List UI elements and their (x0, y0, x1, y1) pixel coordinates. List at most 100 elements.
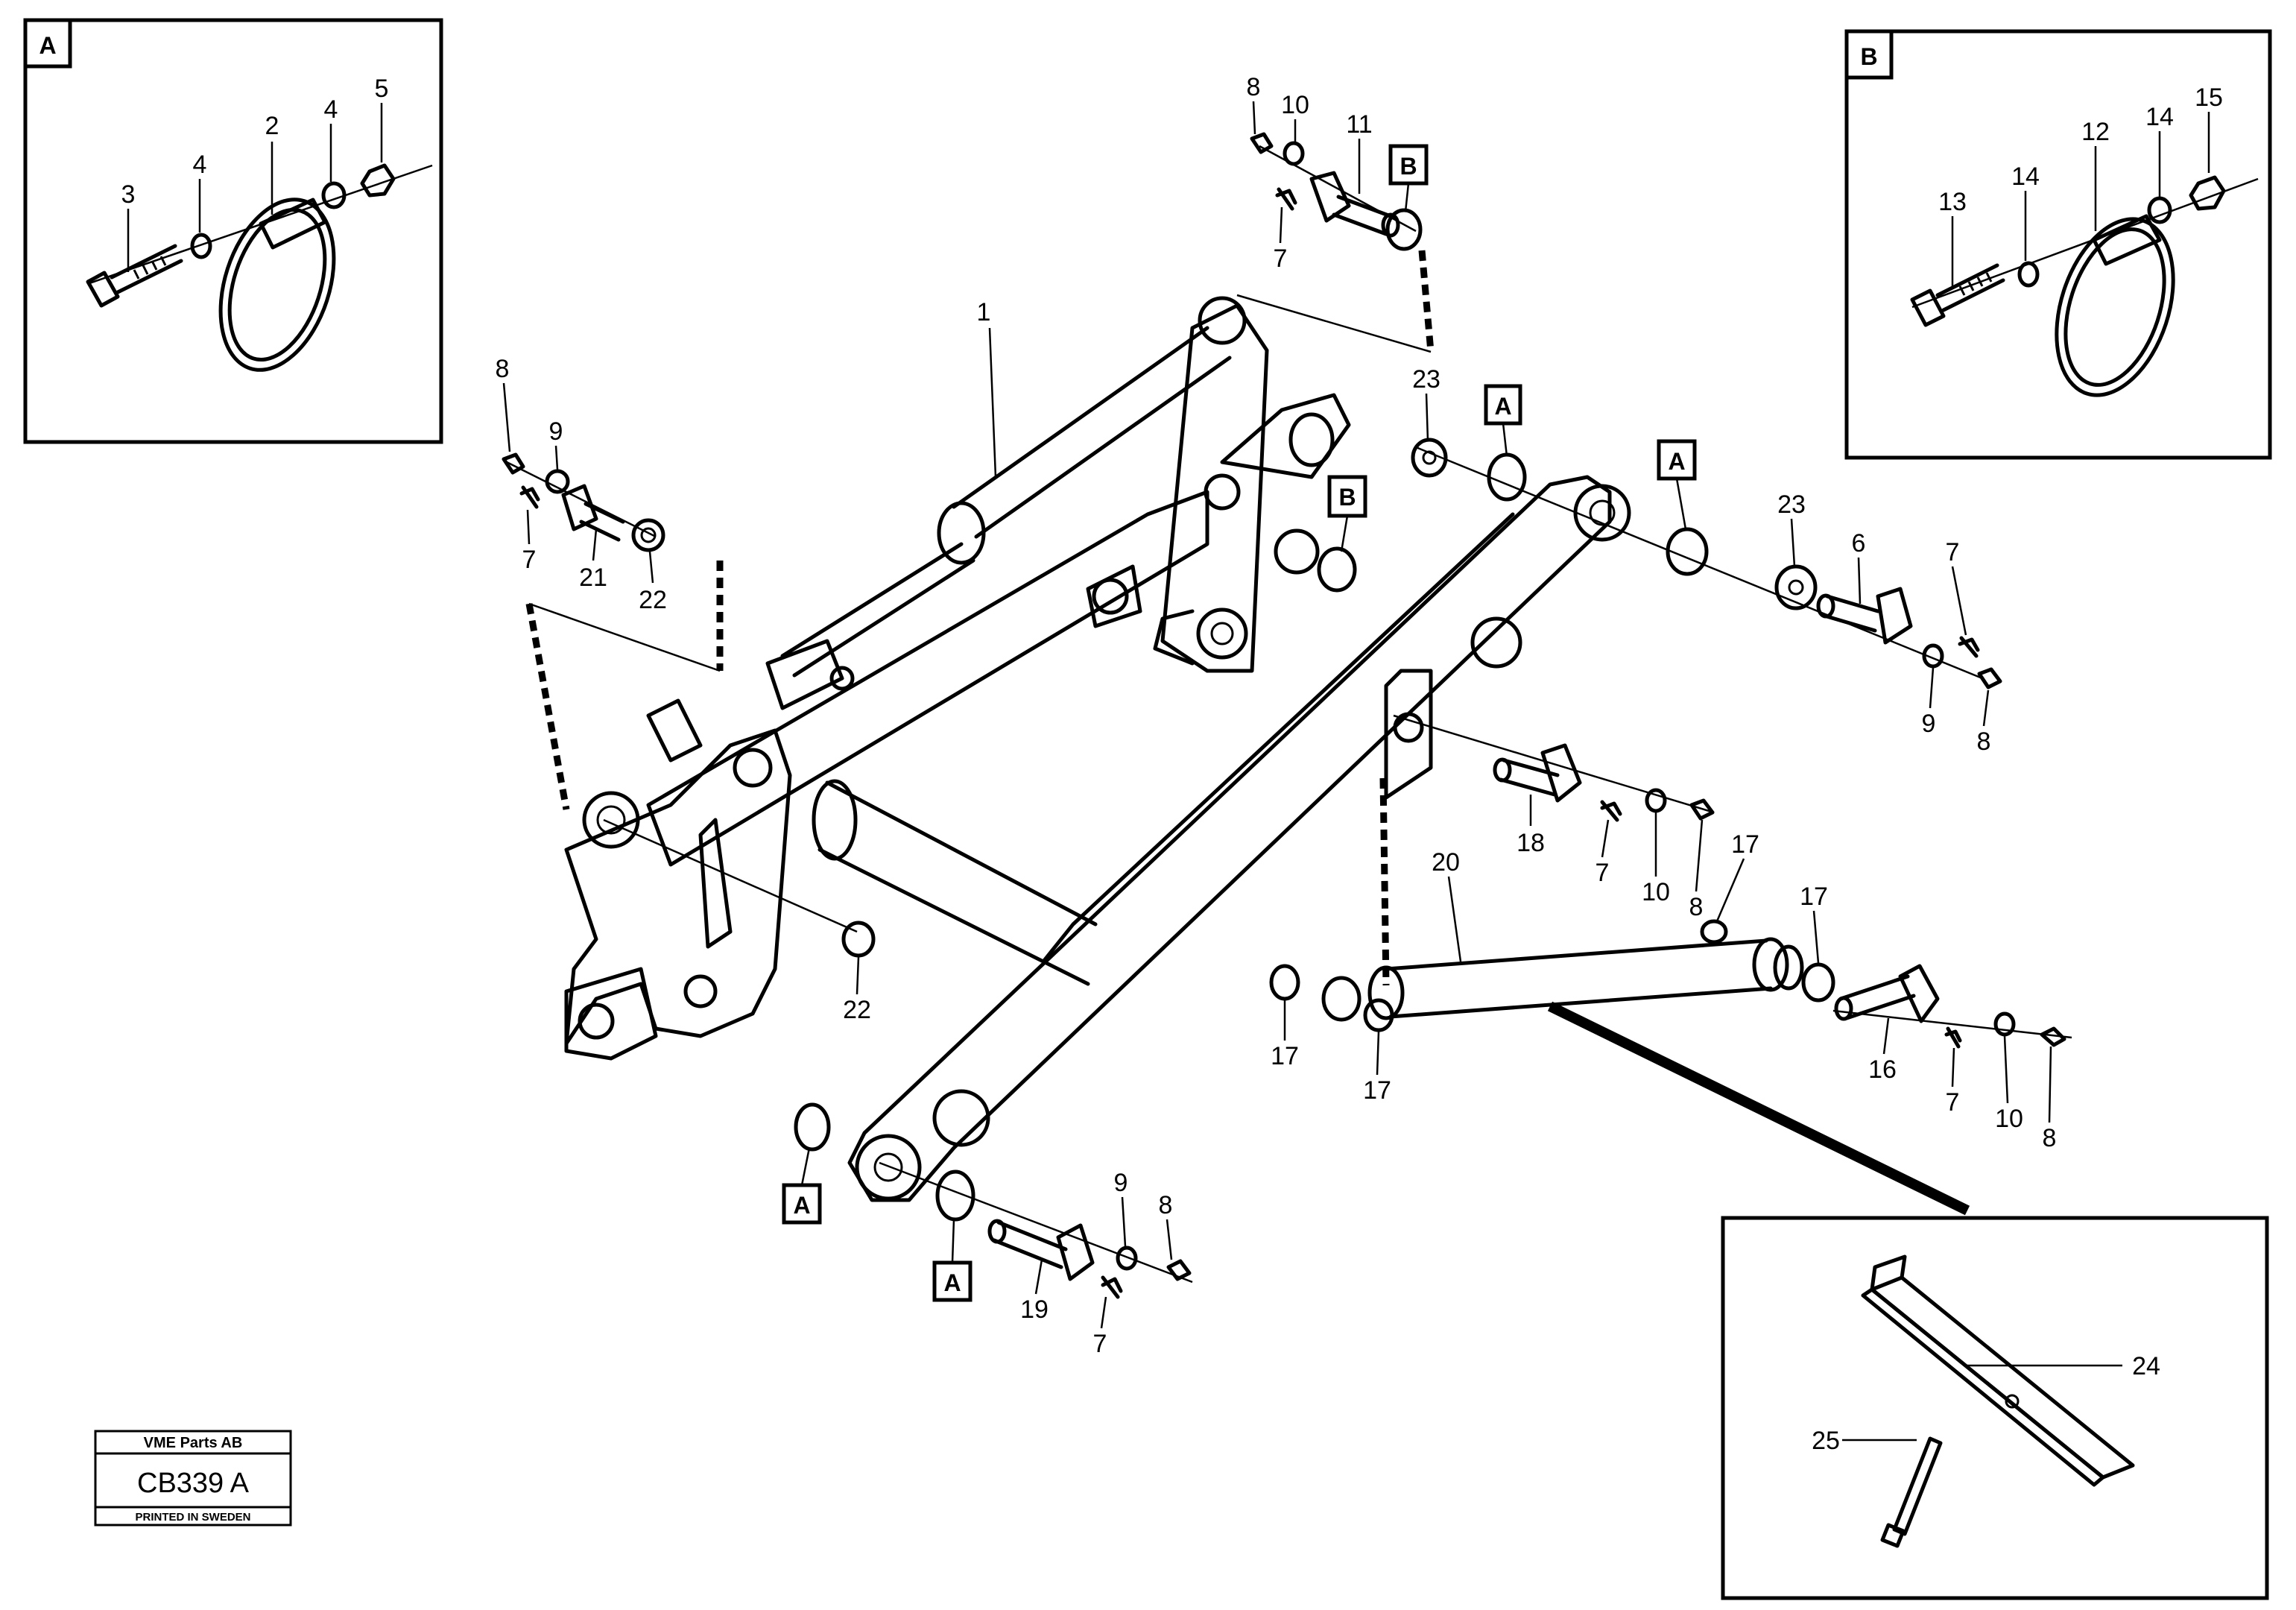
svg-text:10: 10 (1281, 91, 1309, 119)
svg-text:8: 8 (1977, 727, 1991, 756)
washer-14-right (2147, 196, 2172, 224)
washer-23-right (1774, 564, 1818, 610)
svg-text:9: 9 (549, 417, 563, 446)
ring-b-upper (1385, 208, 1423, 251)
vme-stamp: VME Parts AB CB339 A PRINTED IN SWEDEN (94, 1430, 292, 1527)
washer-22-lower (841, 921, 876, 958)
svg-text:15: 15 (2195, 83, 2223, 112)
svg-text:22: 22 (843, 996, 871, 1024)
callouts: 1 8 10 11 7 23 23 6 7 9 8 8 9 7 21 22 22… (496, 73, 2057, 1358)
svg-text:12: 12 (2081, 118, 2110, 146)
pin-19-assembly (794, 1102, 1193, 1299)
nut-15 (2189, 175, 2226, 211)
stamp-printed: PRINTED IN SWEDEN (135, 1511, 250, 1524)
pin-11-assembly (1250, 132, 1423, 251)
pin-21-assembly (502, 452, 665, 552)
svg-text:1: 1 (977, 298, 991, 326)
bolt-13-head (1910, 288, 1946, 327)
pin-16 (1838, 974, 1916, 1020)
dash-pin11-to-bracket (1418, 250, 1435, 353)
svg-text:13: 13 (1938, 188, 1967, 216)
svg-text:5: 5 (375, 75, 389, 103)
svg-text:9: 9 (1922, 710, 1936, 738)
washer-17-right (1801, 962, 1835, 1003)
boom-lower-eye (855, 1134, 922, 1201)
svg-text:6: 6 (1852, 529, 1866, 558)
svg-text:8: 8 (1247, 73, 1261, 101)
svg-text:2: 2 (265, 112, 279, 140)
left-boom-arm (646, 490, 1209, 867)
lift-frame (564, 296, 1631, 1202)
ref-box-b-1: B (1388, 144, 1429, 212)
svg-text:B: B (1338, 484, 1356, 511)
svg-text:24: 24 (2132, 1352, 2160, 1380)
svg-text:10: 10 (1642, 878, 1670, 906)
svg-text:8: 8 (1159, 1191, 1173, 1219)
detail-24-inset: 24 25 (1721, 1216, 2269, 1600)
ref-box-a-4: A (932, 1219, 973, 1302)
ring-a-upper (1487, 452, 1527, 502)
svg-text:21: 21 (579, 564, 607, 592)
washer-4-left (190, 233, 212, 259)
ring-b-lower (1317, 546, 1357, 593)
svg-text:18: 18 (1517, 829, 1545, 857)
svg-text:7: 7 (1093, 1330, 1107, 1358)
svg-text:4: 4 (324, 95, 338, 124)
detail-b-letter: B (1860, 43, 1877, 70)
pin-18-assembly (1393, 714, 1715, 822)
nut-5 (360, 163, 396, 198)
dash-boom-to-pin20 (1379, 777, 1390, 986)
svg-text:7: 7 (1274, 244, 1288, 273)
detail-24-leader (1547, 1001, 1970, 1216)
detail-a-letter: A (39, 32, 56, 59)
pin-19 (992, 1220, 1068, 1269)
svg-text:4: 4 (193, 151, 207, 179)
pin-6 (1822, 594, 1880, 633)
svg-text:17: 17 (1271, 1042, 1299, 1070)
pin-20 (1384, 938, 1773, 1019)
clamp-ring-a (218, 198, 336, 372)
stamp-code: CB339 A (137, 1468, 250, 1499)
svg-text:17: 17 (1731, 830, 1759, 859)
svg-text:10: 10 (1995, 1105, 2023, 1133)
washer-22-upper (631, 518, 665, 552)
cylinder-rod-eye (765, 639, 844, 710)
ref-box-b-2: B (1317, 475, 1367, 593)
svg-text:23: 23 (1412, 365, 1440, 394)
svg-text:20: 20 (1432, 848, 1460, 877)
detail-a-inset: A 3 4 2 4 5 (23, 18, 443, 444)
washer-23-upper (1411, 438, 1448, 478)
boom-bracket (1384, 669, 1433, 800)
clamp-lug-b (2092, 214, 2162, 266)
svg-text:8: 8 (496, 355, 510, 383)
pin-20-assembly (1269, 919, 2072, 1049)
ref-box-a-3: A (782, 1147, 822, 1225)
svg-text:A: A (793, 1192, 810, 1219)
svg-text:19: 19 (1020, 1295, 1049, 1324)
svg-text:7: 7 (1596, 859, 1610, 887)
spacer-17-left (1321, 976, 1362, 1022)
svg-text:8: 8 (1689, 893, 1704, 921)
part-25-pin (1892, 1436, 1943, 1536)
dash-pin21 (525, 561, 724, 810)
cross-tube (817, 780, 1098, 986)
ring-a-lower (935, 1169, 975, 1222)
bolt-3-head (86, 271, 120, 308)
ref-box-a-1: A (1484, 384, 1522, 457)
ring-a-lower-left (794, 1102, 831, 1152)
svg-text:A: A (1668, 448, 1685, 475)
lift-cylinder (952, 326, 1232, 539)
svg-text:14: 14 (2145, 103, 2174, 131)
detail-b-inset: B 13 14 12 14 15 (1844, 29, 2272, 460)
pin-6-assembly (1411, 438, 2002, 689)
svg-text:22: 22 (639, 586, 667, 614)
pin-11 (1332, 195, 1393, 236)
svg-text:7: 7 (522, 546, 537, 574)
svg-text:25: 25 (1812, 1427, 1840, 1455)
svg-text:17: 17 (1363, 1076, 1391, 1105)
stamp-company: VME Parts AB (144, 1435, 243, 1451)
svg-text:A: A (1494, 393, 1511, 420)
svg-text:7: 7 (1946, 538, 1960, 566)
svg-text:11: 11 (1346, 110, 1372, 139)
